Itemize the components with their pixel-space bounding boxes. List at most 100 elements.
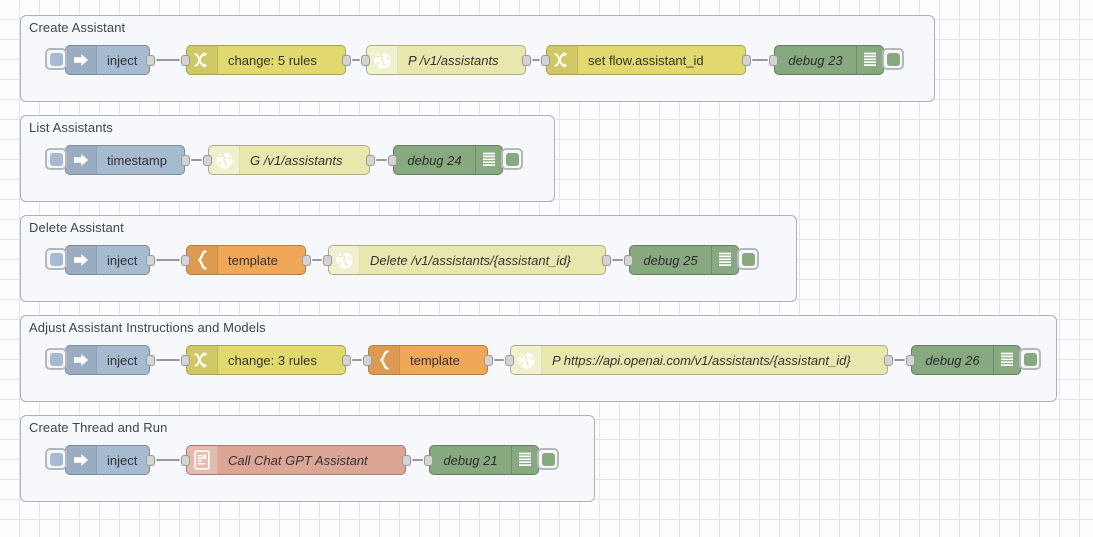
- debug-toggle-button[interactable]: [1019, 348, 1041, 370]
- node-label: debug 25: [643, 252, 698, 268]
- node-output-port[interactable]: [402, 455, 411, 466]
- node-change-1[interactable]: change: 5 rules: [181, 45, 351, 75]
- node-debug-25[interactable]: debug 25: [624, 245, 759, 275]
- flow-wire[interactable]: [412, 459, 423, 461]
- node-output-port[interactable]: [342, 55, 351, 66]
- node-input-port[interactable]: [906, 355, 915, 366]
- debug-toggle-button[interactable]: [882, 48, 904, 70]
- node-icon-box: [367, 46, 398, 74]
- node-inject-2[interactable]: timestamp: [45, 145, 190, 175]
- node-inject-4[interactable]: inject: [45, 345, 155, 375]
- group-label: Adjust Assistant Instructions and Models: [29, 320, 266, 335]
- flow-wire[interactable]: [312, 259, 322, 261]
- debug-toggle-button[interactable]: [501, 148, 523, 170]
- flow-wire[interactable]: [191, 159, 202, 161]
- node-output-port[interactable]: [146, 355, 155, 366]
- node-output-port[interactable]: [146, 255, 155, 266]
- node-output-port[interactable]: [302, 255, 311, 266]
- node-debug-26[interactable]: debug 26: [906, 345, 1041, 375]
- inject-trigger-button[interactable]: [45, 248, 67, 270]
- node-icon-box: [66, 446, 97, 474]
- inject-trigger-button[interactable]: [45, 148, 67, 170]
- node-input-port[interactable]: [424, 455, 433, 466]
- node-input-port[interactable]: [388, 155, 397, 166]
- node-input-port[interactable]: [181, 355, 190, 366]
- node-icon-box: [711, 246, 738, 274]
- node-output-port[interactable]: [522, 55, 531, 66]
- flow-wire[interactable]: [894, 359, 905, 361]
- node-output-port[interactable]: [181, 155, 190, 166]
- node-input-port[interactable]: [363, 355, 372, 366]
- arrow-right-icon: [72, 51, 90, 69]
- node-output-port[interactable]: [602, 255, 611, 266]
- flow-wire[interactable]: [532, 59, 540, 61]
- node-output-port[interactable]: [884, 355, 893, 366]
- globe-icon: [215, 151, 234, 170]
- node-debug-21[interactable]: debug 21: [424, 445, 559, 475]
- node-label: inject: [107, 452, 138, 468]
- debug-lines-icon: [717, 251, 733, 269]
- globe-icon: [373, 51, 392, 70]
- arrow-right-icon: [72, 151, 90, 169]
- node-inject-3[interactable]: inject: [45, 245, 155, 275]
- flow-wire[interactable]: [752, 59, 768, 61]
- node-input-port[interactable]: [361, 55, 370, 66]
- node-input-port[interactable]: [541, 55, 550, 66]
- flow-wire[interactable]: [352, 59, 360, 61]
- node-debug-23[interactable]: debug 23: [769, 45, 904, 75]
- node-label: Call Chat GPT Assistant: [228, 452, 368, 468]
- flow-wire[interactable]: [612, 259, 623, 261]
- button-pad: [541, 452, 555, 466]
- inject-trigger-button[interactable]: [45, 448, 67, 470]
- node-inject-1[interactable]: inject: [45, 45, 155, 75]
- node-inject-5[interactable]: inject: [45, 445, 155, 475]
- flow-wire[interactable]: [156, 459, 180, 461]
- node-output-port[interactable]: [366, 155, 375, 166]
- debug-toggle-button[interactable]: [737, 248, 759, 270]
- node-input-port[interactable]: [769, 55, 778, 66]
- node-input-port[interactable]: [203, 155, 212, 166]
- node-output-port[interactable]: [484, 355, 493, 366]
- node-label: inject: [107, 252, 138, 268]
- node-label: change: 3 rules: [228, 352, 317, 368]
- flow-wire[interactable]: [376, 159, 387, 161]
- flow-wire[interactable]: [352, 359, 362, 361]
- node-label: inject: [107, 352, 138, 368]
- flow-wire[interactable]: [156, 259, 180, 261]
- node-http-1[interactable]: P /v1/assistants: [361, 45, 531, 75]
- node-input-port[interactable]: [505, 355, 514, 366]
- node-template-2[interactable]: template: [363, 345, 493, 375]
- node-chatgpt-1[interactable]: Call Chat GPT Assistant: [181, 445, 411, 475]
- node-input-port[interactable]: [181, 255, 190, 266]
- node-output-port[interactable]: [742, 55, 751, 66]
- node-input-port[interactable]: [181, 55, 190, 66]
- node-icon-box: [329, 246, 360, 274]
- inject-trigger-button[interactable]: [45, 48, 67, 70]
- node-label: debug 26: [925, 352, 980, 368]
- flow-wire[interactable]: [494, 359, 504, 361]
- node-http-4[interactable]: P https://api.openai.com/v1/assistants/{…: [505, 345, 893, 375]
- node-output-port[interactable]: [146, 455, 155, 466]
- node-input-port[interactable]: [624, 255, 633, 266]
- button-pad: [1023, 352, 1037, 366]
- node-http-2[interactable]: G /v1/assistants: [203, 145, 375, 175]
- node-change-3[interactable]: change: 3 rules: [181, 345, 351, 375]
- node-icon-box: [547, 46, 578, 74]
- node-input-port[interactable]: [323, 255, 332, 266]
- node-label: P /v1/assistants: [408, 52, 499, 68]
- flow-wire[interactable]: [156, 359, 180, 361]
- node-http-3[interactable]: Delete /v1/assistants/{assistant_id}: [323, 245, 611, 275]
- flow-wire[interactable]: [156, 59, 180, 61]
- debug-toggle-button[interactable]: [537, 448, 559, 470]
- node-output-port[interactable]: [342, 355, 351, 366]
- button-pad: [49, 352, 63, 366]
- node-debug-24[interactable]: debug 24: [388, 145, 523, 175]
- node-template-1[interactable]: template: [181, 245, 311, 275]
- node-input-port[interactable]: [181, 455, 190, 466]
- globe-icon: [335, 251, 354, 270]
- node-output-port[interactable]: [146, 55, 155, 66]
- node-change-2[interactable]: set flow.assistant_id: [541, 45, 751, 75]
- node-icon-box: [66, 346, 97, 374]
- inject-trigger-button[interactable]: [45, 348, 67, 370]
